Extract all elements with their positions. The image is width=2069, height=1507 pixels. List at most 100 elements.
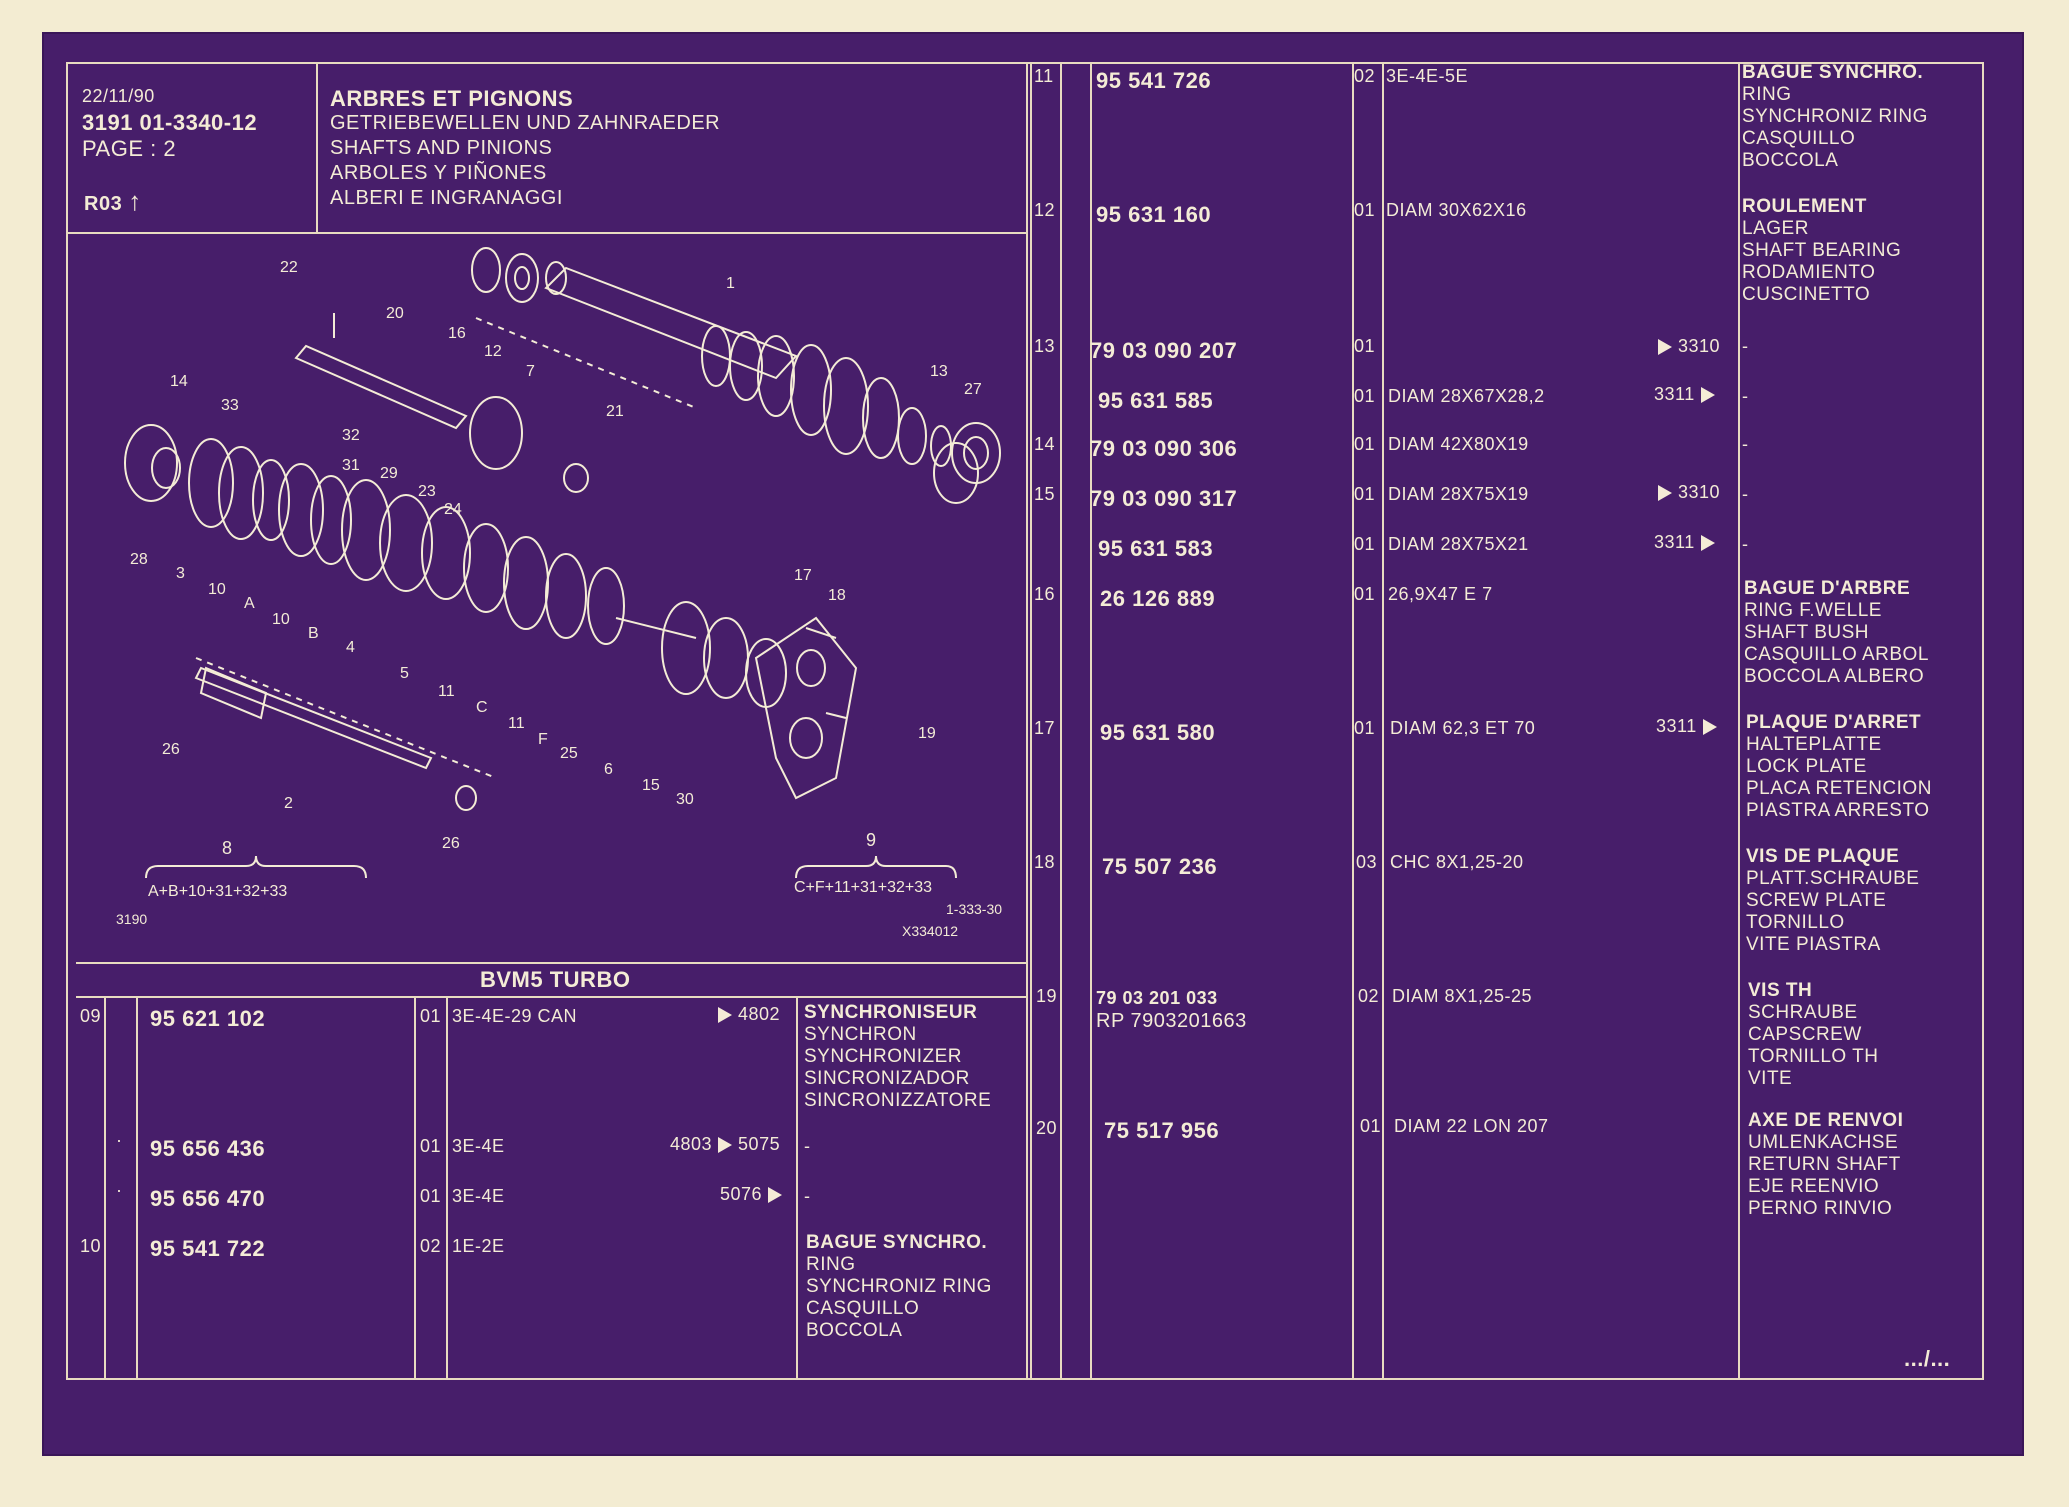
- exploded-gearbox-diagram: 22 20 16 12 1 7 13 27 14 33 32 31 21 29 …: [116, 247, 1002, 939]
- description-line: SCHRAUBE: [1748, 1002, 1858, 1023]
- quantity: 01: [1354, 200, 1376, 220]
- triangle-right-icon: [1700, 535, 1715, 552]
- serial-to: 5075: [738, 1134, 781, 1154]
- description-line: AXE DE RENVOI: [1748, 1110, 1904, 1131]
- callout: C: [476, 699, 488, 716]
- description-line: SYNCHRONIZ RING: [1742, 106, 1928, 127]
- group9-number: 9: [866, 830, 876, 850]
- part-number: 95 656 470: [150, 1186, 266, 1211]
- group9-brace: [795, 855, 957, 879]
- serial-range: 3310: [1652, 336, 1720, 357]
- description-line: -: [1742, 336, 1749, 356]
- spec: 3E-4E-29 CAN: [452, 1006, 578, 1026]
- description-line: SHAFT BUSH: [1744, 622, 1870, 643]
- callout: 12: [484, 343, 502, 360]
- description-line: SHAFT BEARING: [1742, 240, 1902, 261]
- description-line: BOCCOLA: [1742, 150, 1839, 171]
- left-panel-frame: [66, 62, 1032, 1380]
- quantity: 01: [420, 1136, 442, 1156]
- item-number: 17: [1034, 718, 1056, 738]
- description-line: VIS TH: [1748, 980, 1813, 1001]
- spec: DIAM 28X67X28,2: [1388, 386, 1545, 406]
- description-line: -: [1742, 386, 1749, 406]
- spec: 3E-4E: [452, 1186, 505, 1206]
- serial-from: 3311: [1654, 532, 1695, 552]
- description-line: -: [804, 1186, 811, 1206]
- description-line: CASQUILLO: [1742, 128, 1856, 149]
- spec: DIAM 8X1,25-25: [1392, 986, 1533, 1006]
- group8-number: 8: [222, 838, 232, 858]
- quantity: 01: [1354, 718, 1376, 738]
- header-bottom-line: [66, 232, 1026, 234]
- quantity: 01: [1360, 1116, 1382, 1136]
- part-number: 95 621 102: [150, 1006, 266, 1031]
- description-line: VIS DE PLAQUE: [1746, 846, 1900, 867]
- callout: 7: [526, 363, 535, 380]
- part-number: 79 03 090 207: [1090, 338, 1238, 363]
- triangle-right-icon: [718, 1007, 732, 1024]
- part-number: 79 03 201 033: [1096, 988, 1218, 1008]
- spec: DIAM 22 LON 207: [1394, 1116, 1549, 1136]
- serial-range: 3311: [1654, 384, 1721, 405]
- description-line: -: [804, 1136, 811, 1156]
- gear-7: [469, 396, 523, 470]
- serial-to: 3310: [1678, 482, 1721, 502]
- header-date: 22/11/90: [82, 86, 155, 106]
- description-line: PLAQUE D'ARRET: [1746, 712, 1922, 733]
- spec: DIAM 42X80X19: [1388, 434, 1529, 454]
- description-line: ROULEMENT: [1742, 196, 1867, 217]
- spec: DIAM 28X75X19: [1388, 484, 1529, 504]
- spec: DIAM 30X62X16: [1386, 200, 1527, 220]
- serial-from: 3311: [1656, 716, 1697, 736]
- description-line: RODAMIENTO: [1742, 262, 1876, 283]
- description-line: BAGUE SYNCHRO.: [806, 1232, 988, 1253]
- description-line: PLATT.SCHRAUBE: [1746, 868, 1920, 889]
- callout: A: [244, 595, 255, 612]
- description-block: PLAQUE D'ARRET HALTEPLATTE LOCK PLATE PL…: [1746, 712, 1932, 822]
- bearing-16: [471, 247, 501, 293]
- description-line: -: [1742, 434, 1749, 454]
- quantity: 02: [420, 1236, 442, 1256]
- callout: 10: [208, 581, 226, 598]
- right-col-line: [1090, 62, 1092, 1380]
- triangle-right-icon: [1658, 485, 1672, 502]
- callout: 15: [642, 777, 660, 794]
- quantity: 01: [1354, 434, 1376, 454]
- callout: 19: [918, 725, 936, 742]
- left-col-line: [446, 996, 448, 1380]
- description-block: BAGUE SYNCHRO. RING SYNCHRONIZ RING CASQ…: [1742, 62, 1928, 172]
- description-line: SYNCHRON: [804, 1024, 917, 1045]
- serial-from: 3311: [1654, 384, 1695, 404]
- description-line: LAGER: [1742, 218, 1809, 239]
- item-number: 14: [1034, 434, 1056, 454]
- primary-gears: [701, 325, 927, 465]
- description-block: VIS DE PLAQUE PLATT.SCHRAUBE SCREW PLATE…: [1746, 846, 1919, 956]
- callout: 26: [442, 835, 460, 852]
- description-line: PLACA RETENCION: [1746, 778, 1932, 799]
- quantity: 01: [420, 1006, 442, 1026]
- right-panel-frame: [1026, 62, 1984, 1380]
- diagram-code-left: 3190: [116, 911, 147, 927]
- ring-26: [455, 785, 477, 811]
- description-line: SINCRONIZZATORE: [804, 1090, 992, 1111]
- serial-range: 3311: [1656, 716, 1723, 737]
- serial-from: 5076: [720, 1184, 763, 1204]
- left-col-line: [414, 996, 416, 1380]
- description-line: SCREW PLATE: [1746, 890, 1887, 911]
- section-title: BVM5 TURBO: [480, 967, 631, 992]
- header-rev-label: R03: [84, 193, 123, 215]
- part-number: 79 03 090 317: [1090, 486, 1238, 511]
- description-block: SYNCHRONISEUR SYNCHRON SYNCHRONIZER SINC…: [804, 1002, 991, 1112]
- serial-range: 4802: [712, 1004, 780, 1025]
- left-col-line: [136, 996, 138, 1380]
- serial-from: 4803: [670, 1134, 713, 1154]
- callout: 33: [221, 397, 239, 414]
- quantity: 01: [1354, 534, 1376, 554]
- callout: 22: [280, 259, 298, 276]
- item-number: 20: [1036, 1118, 1058, 1138]
- triangle-right-icon: [1700, 387, 1715, 404]
- quantity: 01: [420, 1186, 442, 1206]
- item-number: 15: [1034, 484, 1056, 504]
- description-line: RING F.WELLE: [1744, 600, 1882, 621]
- variant-dot: ·: [116, 1180, 123, 1200]
